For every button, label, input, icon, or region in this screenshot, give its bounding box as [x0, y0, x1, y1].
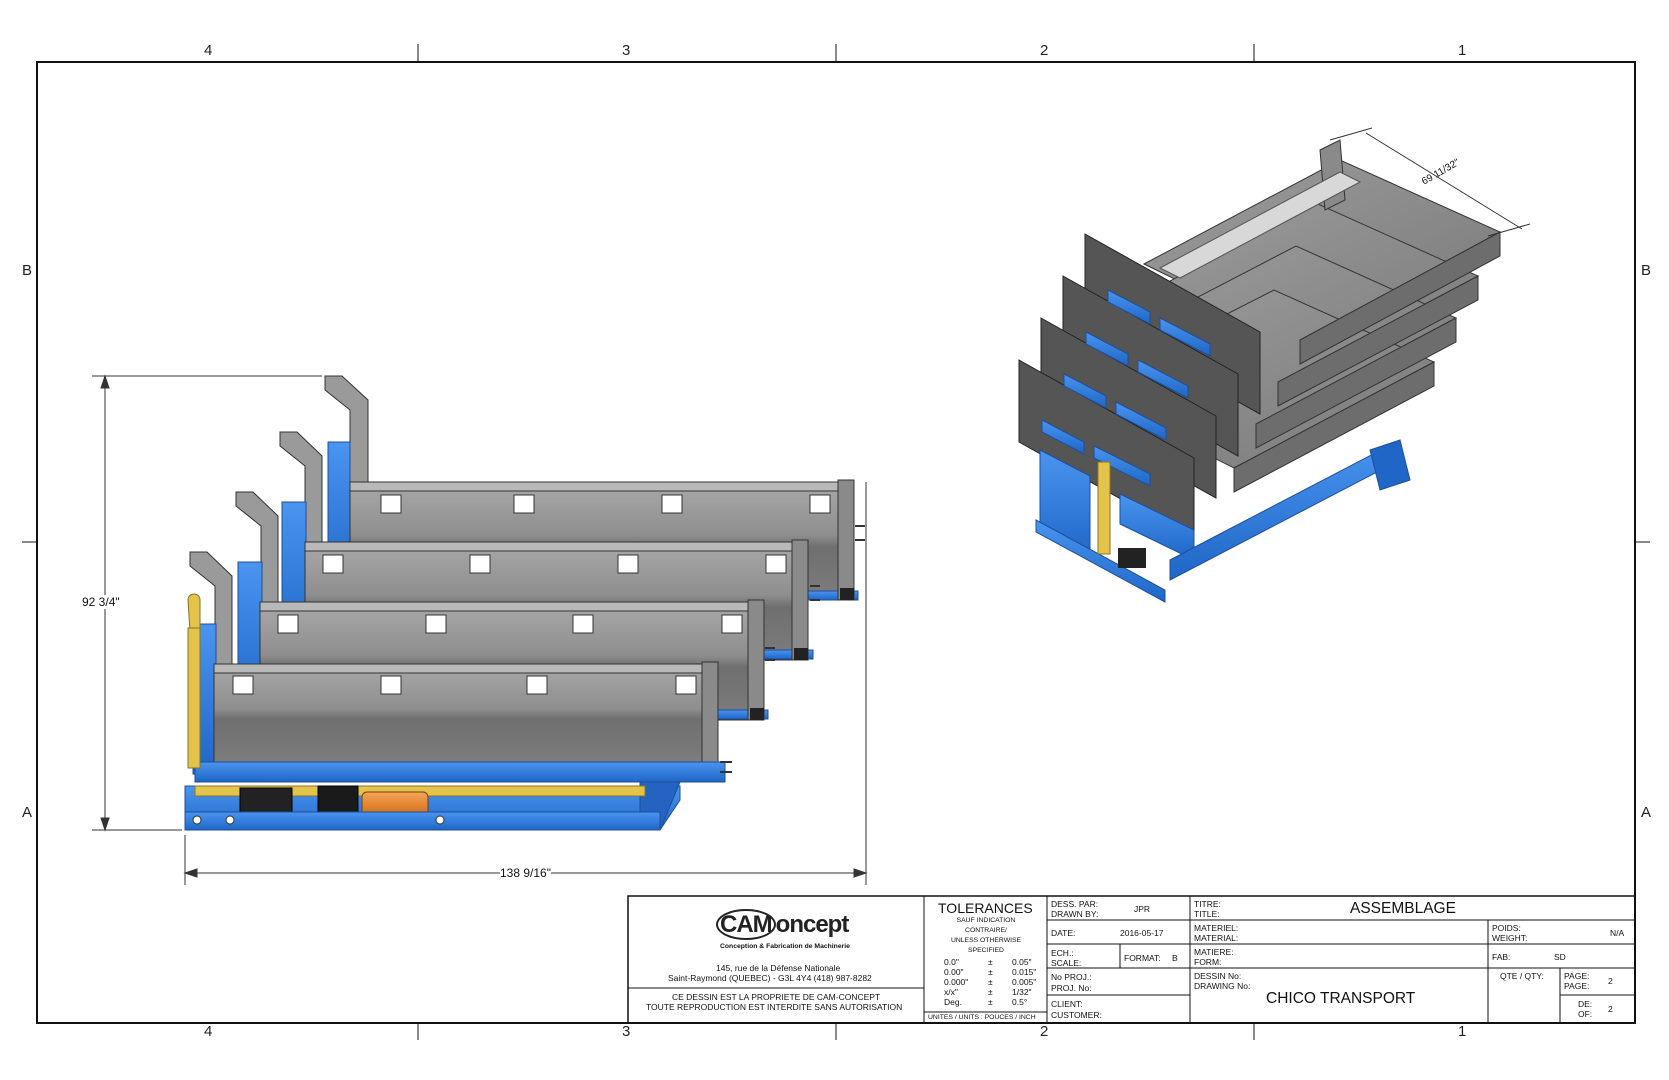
- page-value: 2: [1608, 976, 1613, 986]
- zone-row-b-left: B: [22, 262, 33, 279]
- zone-col-3-bottom: 3: [622, 1023, 631, 1040]
- fab-value: SD: [1554, 952, 1566, 962]
- tolerances-sub-1: SAUF INDICATION: [956, 917, 1016, 924]
- client-label-fr: CLIENT:: [1051, 999, 1083, 1009]
- tolerances-title: TOLERANCES: [938, 900, 1033, 916]
- drawing-title: ASSEMBLAGE: [1350, 900, 1456, 917]
- tol-pm-2: ±: [988, 977, 993, 987]
- page-label-en: PAGE:: [1564, 981, 1590, 991]
- height-dimension: 92 3/4": [82, 595, 120, 609]
- weight-value: N/A: [1610, 928, 1625, 938]
- tol-val-0: 0.05": [1012, 957, 1032, 967]
- tolerances-sub-3: UNLESS OTHERWISE: [950, 937, 1022, 944]
- box-1: [189, 551, 719, 775]
- fab-label: FAB:: [1492, 952, 1511, 962]
- company-address-1: 145, rue de la Défense Nationale: [716, 963, 841, 973]
- tol-fmt-3: x/x": [944, 987, 958, 997]
- material-label-en: MATERIAL:: [1194, 933, 1239, 943]
- title-block-lines: [627, 895, 1636, 1024]
- scale-label-fr: ECH.:: [1051, 948, 1074, 958]
- form-label-fr: MATIERE:: [1194, 947, 1234, 957]
- proj-no-label-en: PROJ. No:: [1051, 983, 1092, 993]
- tol-pm-0: ±: [988, 957, 993, 967]
- of-label-fr: DE:: [1578, 999, 1593, 1009]
- zone-col-3-top: 3: [622, 42, 631, 59]
- tol-pm-4: ±: [988, 997, 993, 1007]
- tol-val-3: 1/32": [1012, 987, 1032, 997]
- zone-row-a-left: A: [22, 804, 33, 821]
- zone-row-b-right: B: [1641, 262, 1652, 279]
- drawn-by-label-en: DRAWN BY:: [1051, 909, 1099, 919]
- company-address-2: Saint-Raymond (QUEBEC) - G3L 4Y4 (418) 9…: [668, 973, 872, 983]
- zone-col-1-bottom: 1: [1458, 1023, 1467, 1040]
- format-value: B: [1172, 953, 1178, 963]
- proj-no-label-fr: No PROJ.:: [1051, 972, 1092, 982]
- iso-view: [1018, 139, 1502, 603]
- date-label: DATE:: [1051, 928, 1076, 938]
- tolerances-sub-4: SPECIFIED: [968, 947, 1004, 954]
- drawn-by-label-fr: DESS. PAR:: [1051, 899, 1099, 909]
- client-label-en: CUSTOMER:: [1051, 1010, 1102, 1020]
- length-dimension: 138 9/16": [500, 866, 551, 880]
- zone-col-2-bottom: 2: [1040, 1023, 1049, 1040]
- side-view: [184, 375, 865, 831]
- drawing-number: CHICO TRANSPORT: [1266, 990, 1416, 1007]
- company-tagline: Conception & Fabrication de Machinerie: [720, 943, 850, 950]
- weight-label-en: WEIGHT:: [1492, 933, 1528, 943]
- drawing-no-label-en: DRAWING No:: [1194, 981, 1251, 991]
- title-label-fr: TITRE:: [1194, 899, 1221, 909]
- qty-label: QTE / QTY:: [1500, 971, 1544, 981]
- ownership-notice-1: CE DESSIN EST LA PROPRIETE DE CAM-CONCEP…: [672, 992, 881, 1002]
- tol-fmt-2: 0.000": [944, 977, 969, 987]
- tol-fmt-4: Deg.: [944, 997, 962, 1007]
- tol-fmt-1: 0.00": [944, 967, 964, 977]
- of-label-en: OF:: [1578, 1009, 1593, 1019]
- tol-val-4: 0.5°: [1012, 997, 1028, 1007]
- tol-pm-3: ±: [988, 987, 993, 997]
- drawn-by-value: JPR: [1134, 904, 1151, 914]
- tolerances-units: UNITES / UNITS : POUCES / INCH: [928, 1014, 1036, 1021]
- form-label-en: FORM:: [1194, 957, 1222, 967]
- format-label: FORMAT:: [1124, 953, 1161, 963]
- tolerances-sub-2: CONTRAIRE/: [965, 927, 1007, 934]
- tol-val-2: 0.005": [1012, 977, 1037, 987]
- tol-fmt-0: 0.0": [944, 957, 959, 967]
- zone-col-4-bottom: 4: [204, 1023, 213, 1040]
- zone-col-4-top: 4: [204, 42, 213, 59]
- zone-col-1-top: 1: [1458, 42, 1467, 59]
- title-label-en: TITLE:: [1194, 909, 1220, 919]
- date-value: 2016-05-17: [1120, 928, 1164, 938]
- of-value: 2: [1608, 1004, 1613, 1014]
- drawing-no-label-fr: DESSIN No:: [1194, 971, 1242, 981]
- tol-pm-1: ±: [988, 967, 993, 977]
- scale-label-en: SCALE:: [1051, 958, 1082, 968]
- tol-val-1: 0.015": [1012, 967, 1037, 977]
- ownership-notice-2: TOUTE REPRODUCTION EST INTERDITE SANS AU…: [646, 1002, 903, 1012]
- page-label-fr: PAGE:: [1564, 971, 1590, 981]
- material-label-fr: MATERIEL:: [1194, 923, 1239, 933]
- zone-col-2-top: 2: [1040, 42, 1049, 59]
- zone-row-a-right: A: [1641, 804, 1652, 821]
- weight-label-fr: POIDS:: [1492, 923, 1521, 933]
